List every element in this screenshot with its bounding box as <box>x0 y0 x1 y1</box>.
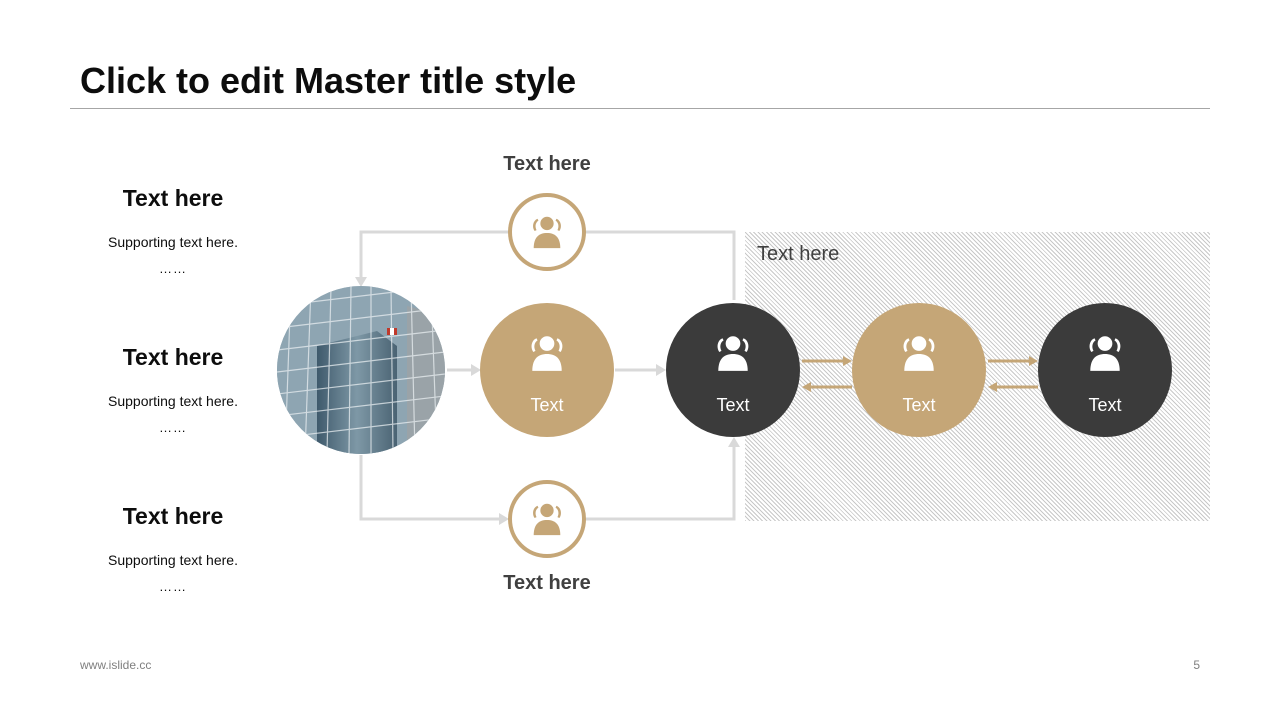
users-icon <box>903 336 935 371</box>
bottom-ring-node[interactable] <box>508 480 586 558</box>
panel-title[interactable]: Text here <box>757 243 840 265</box>
building-photo[interactable] <box>277 286 445 454</box>
left-item-3-dots: …… <box>159 579 187 594</box>
process-node-2[interactable]: Text <box>666 303 800 437</box>
page-number: 5 <box>1193 658 1200 672</box>
users-icon <box>533 216 561 249</box>
title-divider <box>70 108 1210 109</box>
process-node-1-label: Text <box>530 395 564 415</box>
users-icon <box>531 336 563 371</box>
left-item-2-heading[interactable]: Text here <box>122 344 224 370</box>
users-icon <box>533 503 561 536</box>
left-item-1-support[interactable]: Supporting text here. <box>108 234 238 250</box>
left-item-3-support[interactable]: Supporting text here. <box>108 552 238 568</box>
process-node-4-label: Text <box>1088 395 1122 415</box>
left-item-2-support[interactable]: Supporting text here. <box>108 393 238 409</box>
building-image <box>277 286 445 454</box>
users-icon <box>717 336 749 371</box>
slide-title[interactable]: Click to edit Master title style <box>80 60 577 101</box>
connector-bottom-right <box>586 444 736 521</box>
connector-bottom-left <box>359 455 500 521</box>
process-node-3[interactable]: Text <box>852 303 986 437</box>
connector-top-right <box>586 230 736 300</box>
left-item-1-dots: …… <box>159 261 187 276</box>
footer-url: www.islide.cc <box>80 658 152 672</box>
left-item-2-dots: …… <box>159 420 187 435</box>
process-node-1[interactable]: Text <box>480 303 614 437</box>
connector-top-left <box>359 230 510 279</box>
users-icon <box>1089 336 1121 371</box>
top-ring-node[interactable] <box>508 193 586 271</box>
top-node-heading[interactable]: Text here <box>503 153 591 175</box>
process-node-4[interactable]: Text <box>1038 303 1172 437</box>
left-item-1-heading[interactable]: Text here <box>122 185 224 211</box>
left-item-3-heading[interactable]: Text here <box>122 503 224 529</box>
bottom-node-heading[interactable]: Text here <box>503 572 591 594</box>
process-node-3-label: Text <box>902 395 936 415</box>
process-node-2-label: Text <box>716 395 750 415</box>
